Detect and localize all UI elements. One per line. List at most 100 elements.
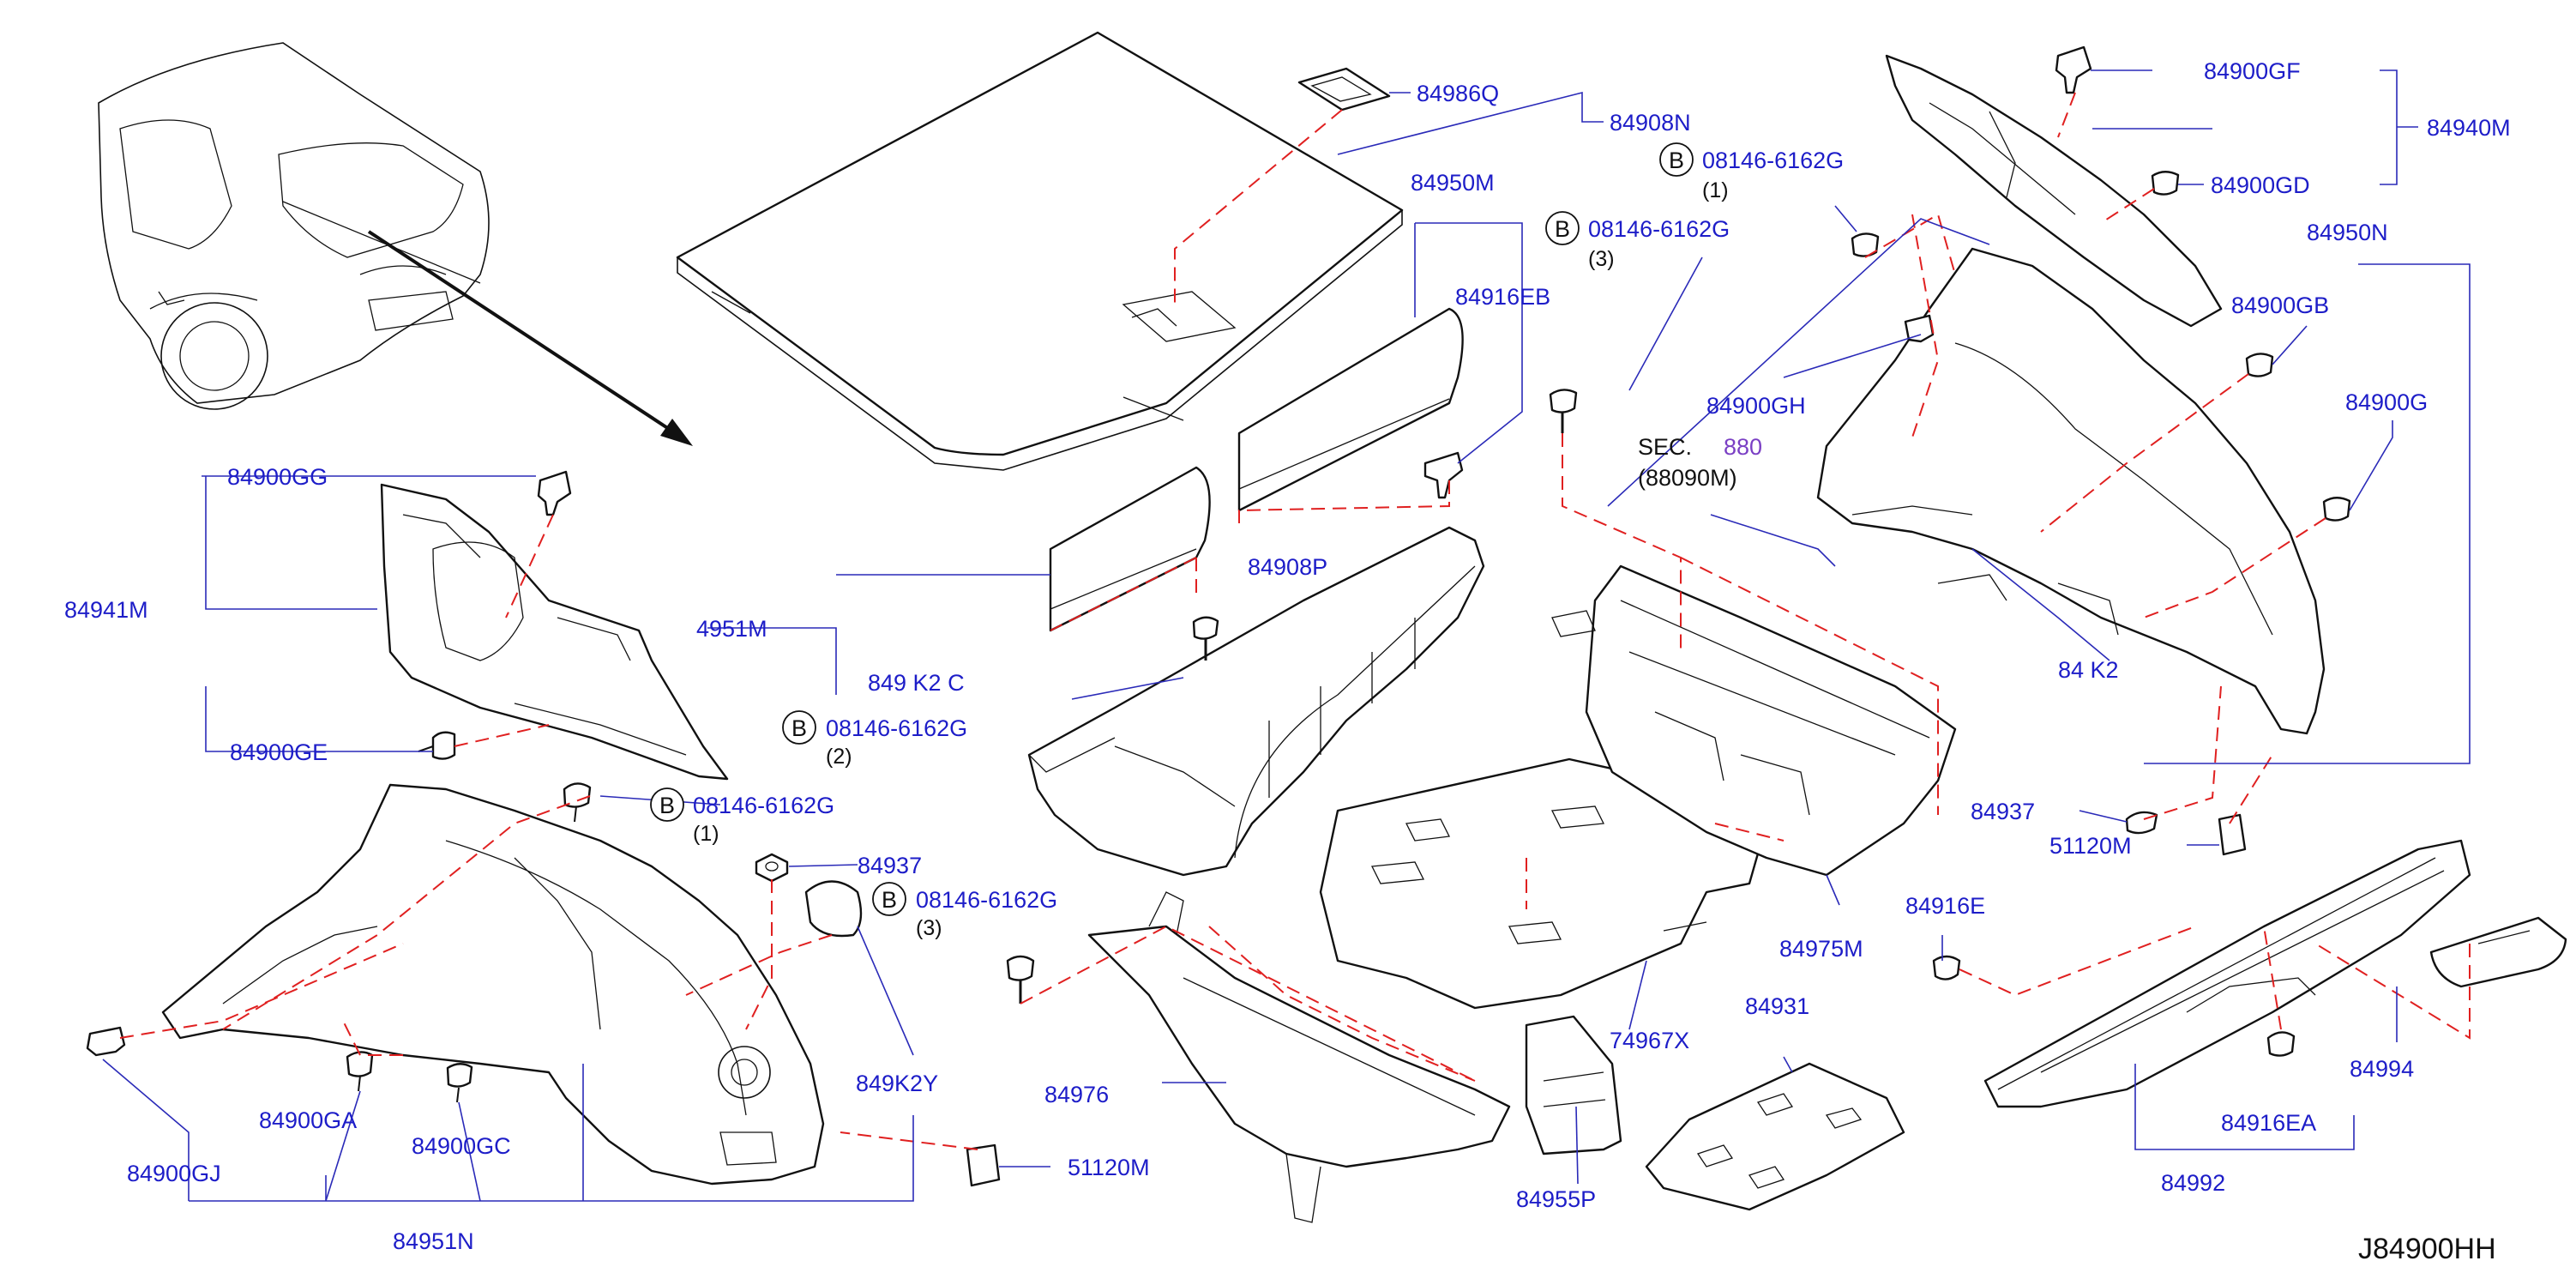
cap-84994 bbox=[2429, 916, 2567, 988]
label-84908N: 84908N bbox=[1610, 110, 1691, 136]
nut-84937-right bbox=[2125, 811, 2158, 835]
label-84937-right: 84937 bbox=[1971, 799, 2035, 824]
clip-84900GD bbox=[2151, 171, 2180, 196]
clip-84900GF bbox=[2055, 45, 2092, 94]
bolt-marker-left1: B bbox=[650, 787, 684, 822]
label-84900GA: 84900GA bbox=[259, 1107, 357, 1133]
label-84900GJ: 84900GJ bbox=[127, 1161, 221, 1186]
mat-84955P bbox=[1525, 1015, 1622, 1155]
clip-84900GH bbox=[1904, 314, 1935, 343]
label-84916E: 84916E bbox=[1905, 893, 1985, 919]
nut-84937-left bbox=[755, 853, 789, 883]
label-84900GC: 84900GC bbox=[412, 1133, 511, 1159]
label-84992: 84992 bbox=[2161, 1170, 2225, 1196]
clip-51120M-left bbox=[966, 1143, 1001, 1187]
label-84K2-right: 84 K2 bbox=[2058, 657, 2119, 683]
clip-84900GE bbox=[418, 731, 456, 760]
bolt-marker-top3: B bbox=[1545, 211, 1580, 245]
label-849K2Y: 849K2Y bbox=[856, 1071, 938, 1096]
label-84976: 84976 bbox=[1044, 1082, 1109, 1107]
bolt-code-left1: 08146-6162G bbox=[693, 793, 834, 818]
bolt-qty-top3: (3) bbox=[1588, 247, 1615, 271]
diagram-code: J84900HH bbox=[2358, 1233, 2496, 1265]
bolt-marker-left3: B bbox=[872, 882, 906, 916]
label-51120M-left: 51120M bbox=[1068, 1155, 1150, 1180]
sec-prefix: SEC. bbox=[1638, 434, 1692, 460]
svg-text:B: B bbox=[791, 715, 807, 741]
label-74967X: 74967X bbox=[1610, 1028, 1689, 1053]
bolt-left-3 bbox=[1006, 955, 1035, 1004]
label-84950N: 84950N bbox=[2307, 220, 2388, 245]
label-84900GE: 84900GE bbox=[230, 739, 328, 765]
rear-box-84975M bbox=[1551, 564, 1957, 877]
bolt-code-left3: 08146-6162G bbox=[916, 887, 1057, 913]
side-flap-84950M bbox=[1237, 307, 1464, 512]
label-84955P: 84955P bbox=[1516, 1186, 1596, 1212]
rear-sill-plate-84992 bbox=[1983, 839, 2471, 1108]
bolt-qty-left3: (3) bbox=[916, 916, 942, 940]
label-84900GB: 84900GB bbox=[2231, 293, 2329, 318]
bolt-left-1 bbox=[563, 782, 592, 823]
mat-84931 bbox=[1645, 1062, 1905, 1211]
bolt-right-upper bbox=[1851, 232, 1880, 257]
label-84931: 84931 bbox=[1745, 993, 1809, 1019]
bolt-qty-left2: (2) bbox=[826, 745, 852, 769]
bolt-code-top3: 08146-6162G bbox=[1588, 216, 1730, 242]
label-849K2-partial: 849 K2 C bbox=[868, 670, 965, 696]
sec-sub: (88090M) bbox=[1638, 465, 1737, 491]
svg-text:B: B bbox=[659, 793, 675, 818]
bolt-marker-top1: B bbox=[1659, 142, 1694, 177]
label-84950M: 84950M bbox=[1411, 170, 1495, 196]
label-84908P: 84908P bbox=[1248, 554, 1327, 580]
bolt-qty-left1: (1) bbox=[693, 822, 719, 846]
label-84900GF: 84900GF bbox=[2204, 58, 2301, 84]
bolt-right-3 bbox=[1549, 389, 1578, 433]
label-84900GH: 84900GH bbox=[1706, 393, 1806, 419]
svg-text:B: B bbox=[1555, 216, 1570, 242]
label-84951N: 84951N bbox=[393, 1228, 474, 1254]
label-84941M: 84941M bbox=[64, 597, 148, 623]
label-84951M: 4951M bbox=[696, 616, 767, 642]
label-84900GD: 84900GD bbox=[2211, 172, 2310, 198]
label-84916EB: 84916EB bbox=[1455, 284, 1550, 310]
label-84916EA: 84916EA bbox=[2221, 1110, 2316, 1136]
label-84900GG: 84900GG bbox=[227, 464, 328, 490]
bolt-code-top1: 08146-6162G bbox=[1702, 148, 1844, 173]
bolt-marker-left2: B bbox=[782, 710, 816, 745]
clip-84900GA bbox=[346, 1051, 374, 1092]
view-direction-arrow bbox=[367, 230, 693, 446]
label-84900G: 84900G bbox=[2345, 389, 2428, 415]
side-flap-84951M bbox=[1049, 466, 1211, 632]
trunk-floor-board-84908N bbox=[676, 31, 1404, 471]
sec-number: 880 bbox=[1724, 434, 1762, 460]
floor-board-tab-84986Q bbox=[1297, 67, 1391, 112]
bolt-code-left2: 08146-6162G bbox=[826, 715, 967, 741]
label-84975M: 84975M bbox=[1779, 936, 1863, 962]
label-84986Q: 84986Q bbox=[1417, 81, 1499, 106]
bolt-center bbox=[1192, 616, 1219, 661]
clip-84916E bbox=[1932, 955, 1961, 980]
clip-84900G bbox=[2322, 497, 2351, 522]
side-box-84908P bbox=[1027, 526, 1485, 877]
label-84994: 84994 bbox=[2350, 1056, 2414, 1082]
part-labels: 84986Q 84908N 84950M 84916EB 08146-6162G… bbox=[64, 58, 2511, 1265]
side-trim-right-84950N bbox=[1816, 247, 2326, 735]
label-84937-left: 84937 bbox=[858, 853, 922, 878]
clip-84900GB bbox=[2245, 353, 2274, 377]
clip-51120M-right bbox=[2218, 813, 2247, 856]
upper-trim-right-84940M bbox=[1885, 54, 2223, 328]
vehicle-reference-illustration bbox=[98, 42, 490, 410]
alignment-lines bbox=[119, 92, 2471, 1150]
svg-text:B: B bbox=[1669, 148, 1684, 173]
bracket-849K2Y bbox=[804, 880, 863, 938]
clip-84900GJ bbox=[86, 1026, 126, 1057]
leader-lines bbox=[102, 69, 2471, 1202]
label-84940M: 84940M bbox=[2427, 115, 2511, 141]
clip-84916EB bbox=[1423, 451, 1464, 499]
bolt-qty-top1: (1) bbox=[1702, 178, 1729, 202]
svg-text:B: B bbox=[882, 887, 897, 913]
upper-trim-left-84941M bbox=[380, 483, 729, 781]
side-tray-84976 bbox=[1087, 891, 1511, 1223]
label-51120M-right: 51120M bbox=[2049, 833, 2132, 859]
